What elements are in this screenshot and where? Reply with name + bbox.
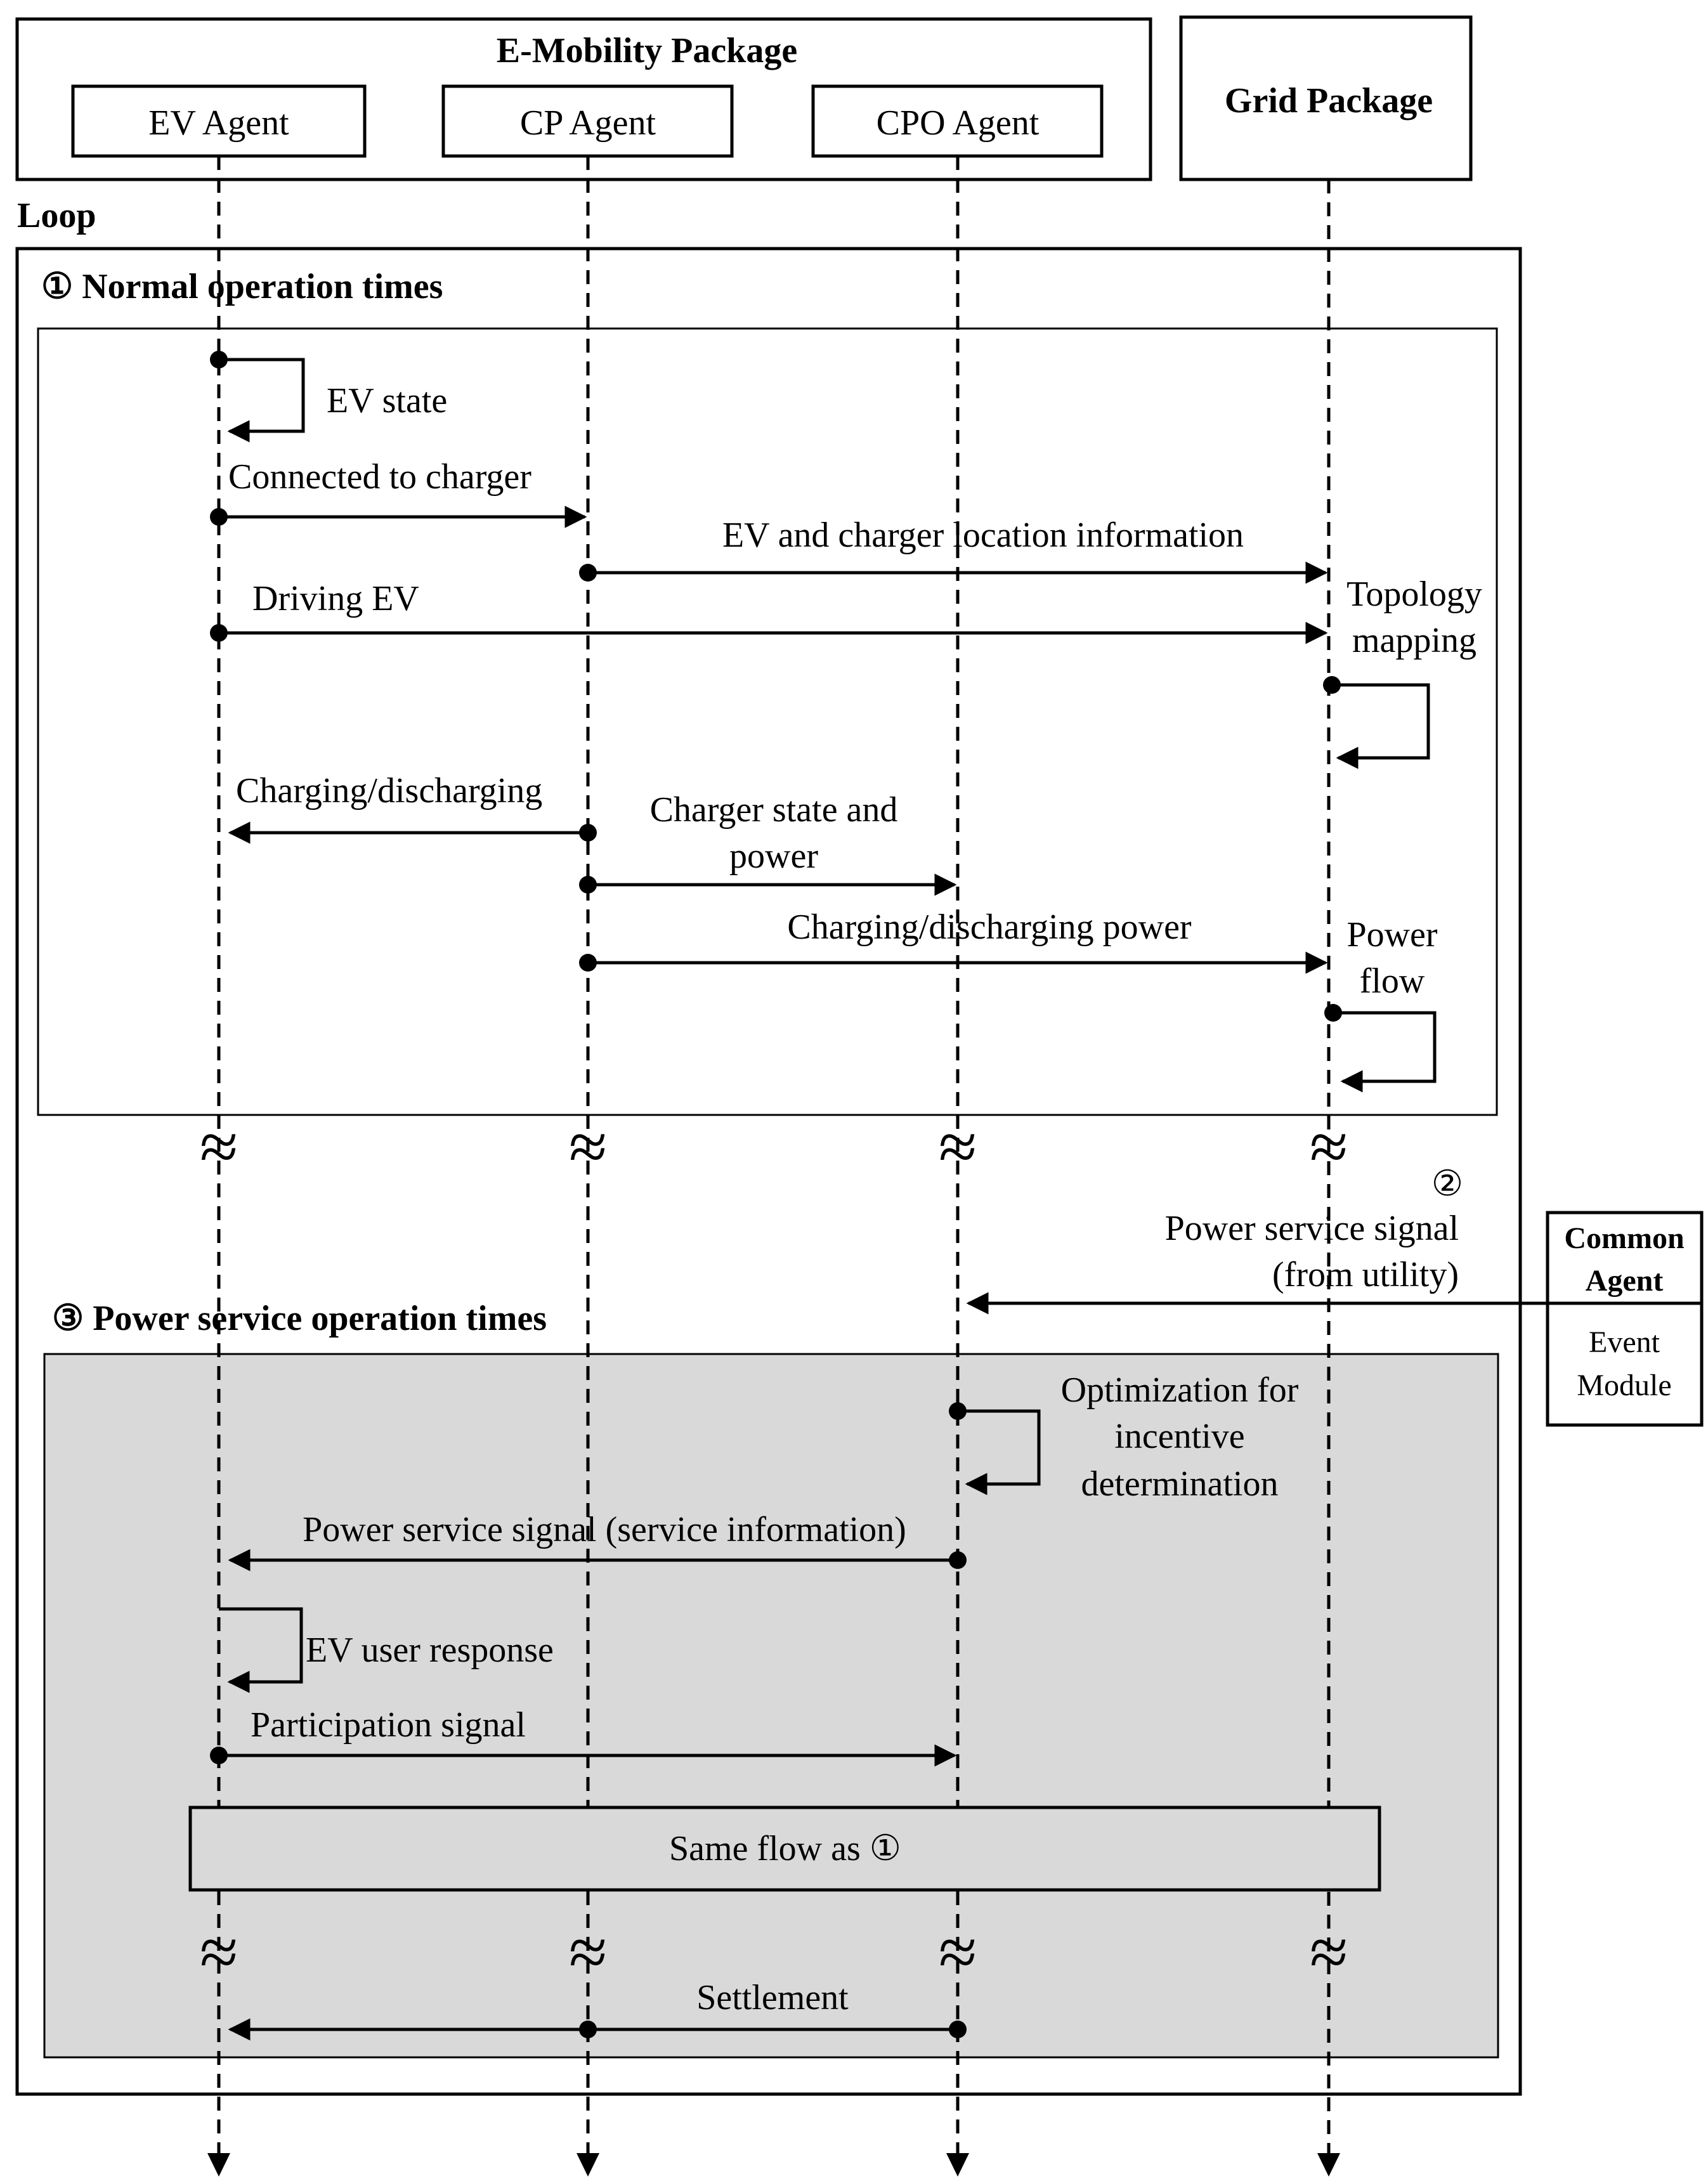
location-label: EV and charger location information <box>722 516 1244 555</box>
user-response-label: EV user response <box>306 1631 554 1670</box>
power-flow-label-2: flow <box>1360 961 1425 1001</box>
power-flow-label-1: Power <box>1346 915 1437 954</box>
break-symbol: ≈ <box>939 1913 977 1991</box>
optimization-label-3: determination <box>1081 1464 1278 1504</box>
msg-optimization-self <box>958 1409 1041 1495</box>
emobility-package-box <box>15 17 1152 181</box>
normal-operation-frame <box>37 327 1498 1116</box>
same-flow-label: Same flow as ① <box>669 1829 901 1868</box>
dot <box>210 351 228 368</box>
common-agent-box <box>1546 1211 1704 1427</box>
ev-state-label: EV state <box>327 381 447 420</box>
emobility-package-title: E-Mobility Package <box>497 31 797 70</box>
event-module-label-1: Event <box>1589 1325 1660 1359</box>
signal-label-2: (from utility) <box>1272 1255 1459 1294</box>
dot <box>579 954 597 972</box>
cp-end-arrow <box>577 2153 599 2177</box>
signal-marker: ② <box>1431 1164 1463 1204</box>
topology-label-1: Topology <box>1346 575 1482 614</box>
event-module-label-2: Module <box>1577 1369 1671 1402</box>
ev-end-arrow <box>207 2153 230 2177</box>
cp-agent-box <box>441 84 734 158</box>
dot <box>579 876 597 894</box>
grid-end-arrow <box>1317 2153 1340 2177</box>
service-signal-label: Power service signal (service informatio… <box>303 1510 906 1549</box>
common-agent-title-2: Agent <box>1586 1264 1664 1298</box>
dot <box>210 508 228 526</box>
break-symbol: ≈ <box>569 1108 607 1185</box>
ev-agent-label: EV Agent <box>148 103 289 143</box>
cpo-agent-box <box>811 84 1104 158</box>
same-flow-box <box>188 1806 1381 1892</box>
msg-ev-state <box>219 358 305 443</box>
lifeline-end-arrows <box>207 2153 1340 2177</box>
participation-label: Participation signal <box>251 1705 526 1745</box>
connected-label: Connected to charger <box>228 457 531 497</box>
break-symbol: ≈ <box>200 1108 238 1185</box>
dot <box>949 1551 967 1569</box>
dot <box>1324 1004 1342 1022</box>
loop-frame <box>15 247 1522 2096</box>
charging-power-label: Charging/discharging power <box>787 908 1192 947</box>
service-operation-title: ③ Power service operation times <box>52 1299 547 1338</box>
driving-label: Driving EV <box>252 579 419 618</box>
break-symbol: ≈ <box>1310 1108 1348 1185</box>
break-symbols-2: ≈ ≈ ≈ ≈ <box>200 1913 1348 1991</box>
topology-label-2: mapping <box>1352 621 1477 660</box>
dot <box>1323 676 1341 694</box>
dot <box>949 1402 967 1420</box>
dot <box>579 2021 597 2038</box>
charger-state-label-2: power <box>729 837 818 876</box>
break-symbol: ≈ <box>939 1108 977 1185</box>
cpo-end-arrow <box>946 2153 969 2177</box>
break-symbol: ≈ <box>200 1913 238 1991</box>
msg-user-response-self <box>219 1607 303 1693</box>
dot <box>949 2021 967 2038</box>
dot <box>579 824 597 842</box>
msg-topology-self <box>1332 683 1430 769</box>
dot <box>210 1747 228 1764</box>
common-agent-title-1: Common <box>1564 1221 1684 1255</box>
dot <box>579 564 597 582</box>
normal-operation-title: ① Normal operation times <box>41 267 443 306</box>
charger-state-label-1: Charger state and <box>650 790 898 830</box>
cpo-agent-label: CPO Agent <box>877 103 1040 143</box>
break-symbols-1: ≈ ≈ ≈ ≈ <box>200 1108 1348 1185</box>
optimization-label-1: Optimization for <box>1061 1370 1299 1410</box>
optimization-label-2: incentive <box>1114 1417 1244 1456</box>
break-symbol: ≈ <box>569 1913 607 1991</box>
charging-label: Charging/discharging <box>236 771 542 811</box>
msg-power-flow-self <box>1333 1011 1437 1093</box>
cp-agent-label: CP Agent <box>520 103 656 143</box>
break-symbol: ≈ <box>1310 1913 1348 1991</box>
service-frame <box>43 1353 1499 2059</box>
settlement-label: Settlement <box>696 1978 849 2017</box>
loop-label: Loop <box>17 196 96 235</box>
signal-label-1: Power service signal <box>1165 1209 1459 1248</box>
grid-package-box <box>1179 15 1473 181</box>
grid-package-title: Grid Package <box>1225 81 1433 120</box>
dot <box>210 624 228 642</box>
